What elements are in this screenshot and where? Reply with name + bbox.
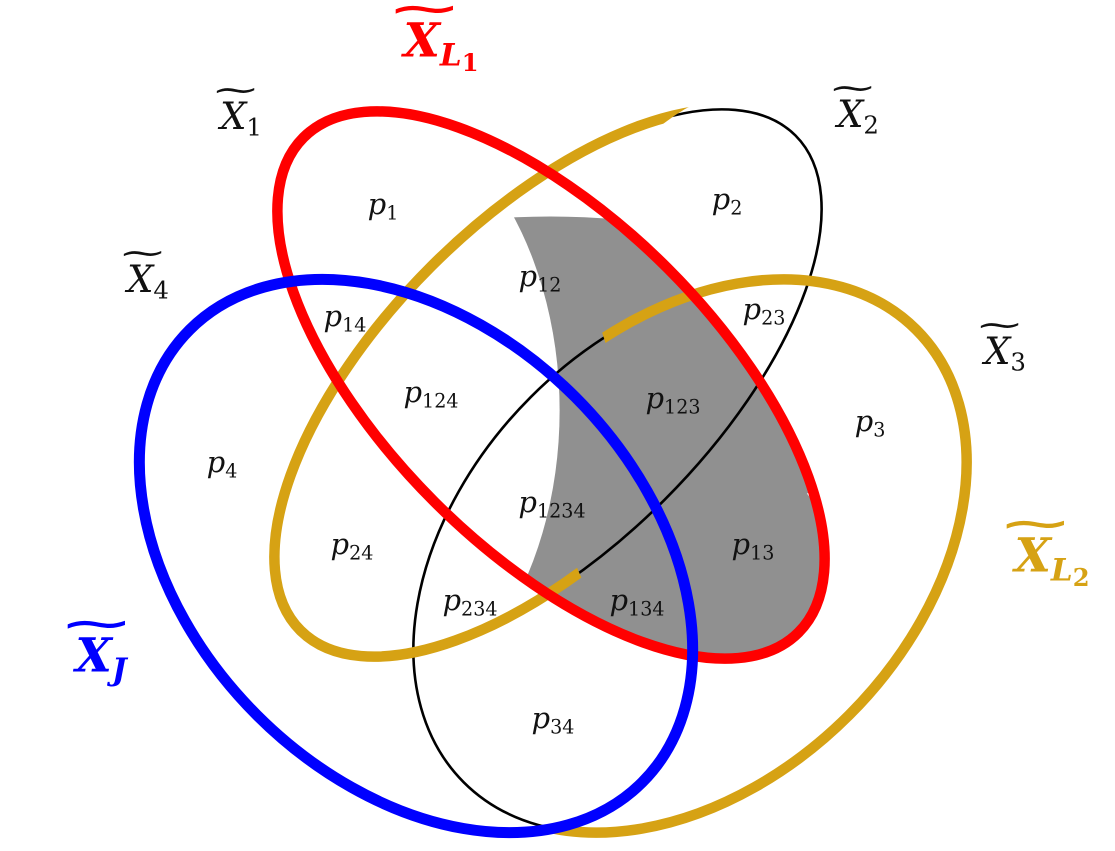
group-l2-outline (269, 104, 972, 838)
set4-ellipse-outline (133, 273, 699, 839)
set3-ellipse-outline (408, 274, 972, 838)
set1-ellipse-outline (272, 106, 830, 664)
set2-ellipse-outline (269, 104, 827, 662)
